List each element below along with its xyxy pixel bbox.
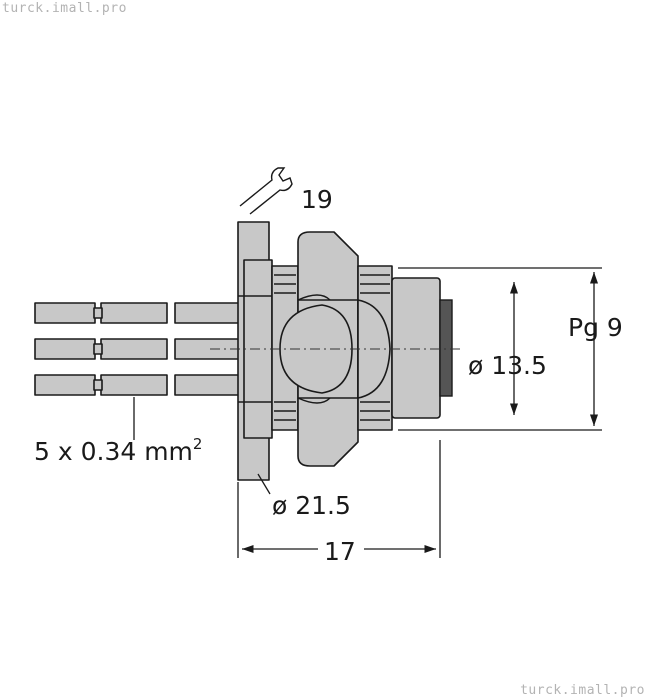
wire-1	[34, 302, 242, 324]
wrench-icon	[239, 167, 293, 215]
wire-3	[34, 374, 242, 396]
wire-spec-superscript: 2	[193, 435, 203, 453]
thread-dimension	[398, 267, 602, 431]
thread-label: Pg 9	[568, 313, 623, 342]
contact-face	[439, 299, 453, 397]
thread-right	[357, 265, 393, 431]
watermark-top: turck.imall.pro	[2, 1, 127, 16]
wrench-size-label: 19	[301, 185, 333, 214]
length-label: 17	[324, 537, 356, 566]
wire-2	[34, 338, 242, 360]
inner-diameter-label: ø 13.5	[468, 351, 547, 380]
receptacle-body	[391, 277, 453, 419]
length-dimension	[237, 440, 441, 558]
wire-spec-label: 5 x 0.34 mm2	[34, 435, 202, 466]
flange-plate	[237, 221, 273, 481]
flange-diameter-label: ø 21.5	[272, 491, 351, 520]
watermark-bottom: turck.imall.pro	[520, 683, 645, 698]
wire-spec-text: 5 x 0.34 mm	[34, 437, 193, 466]
flange-leader	[257, 473, 271, 495]
wire-bundle	[34, 302, 242, 396]
